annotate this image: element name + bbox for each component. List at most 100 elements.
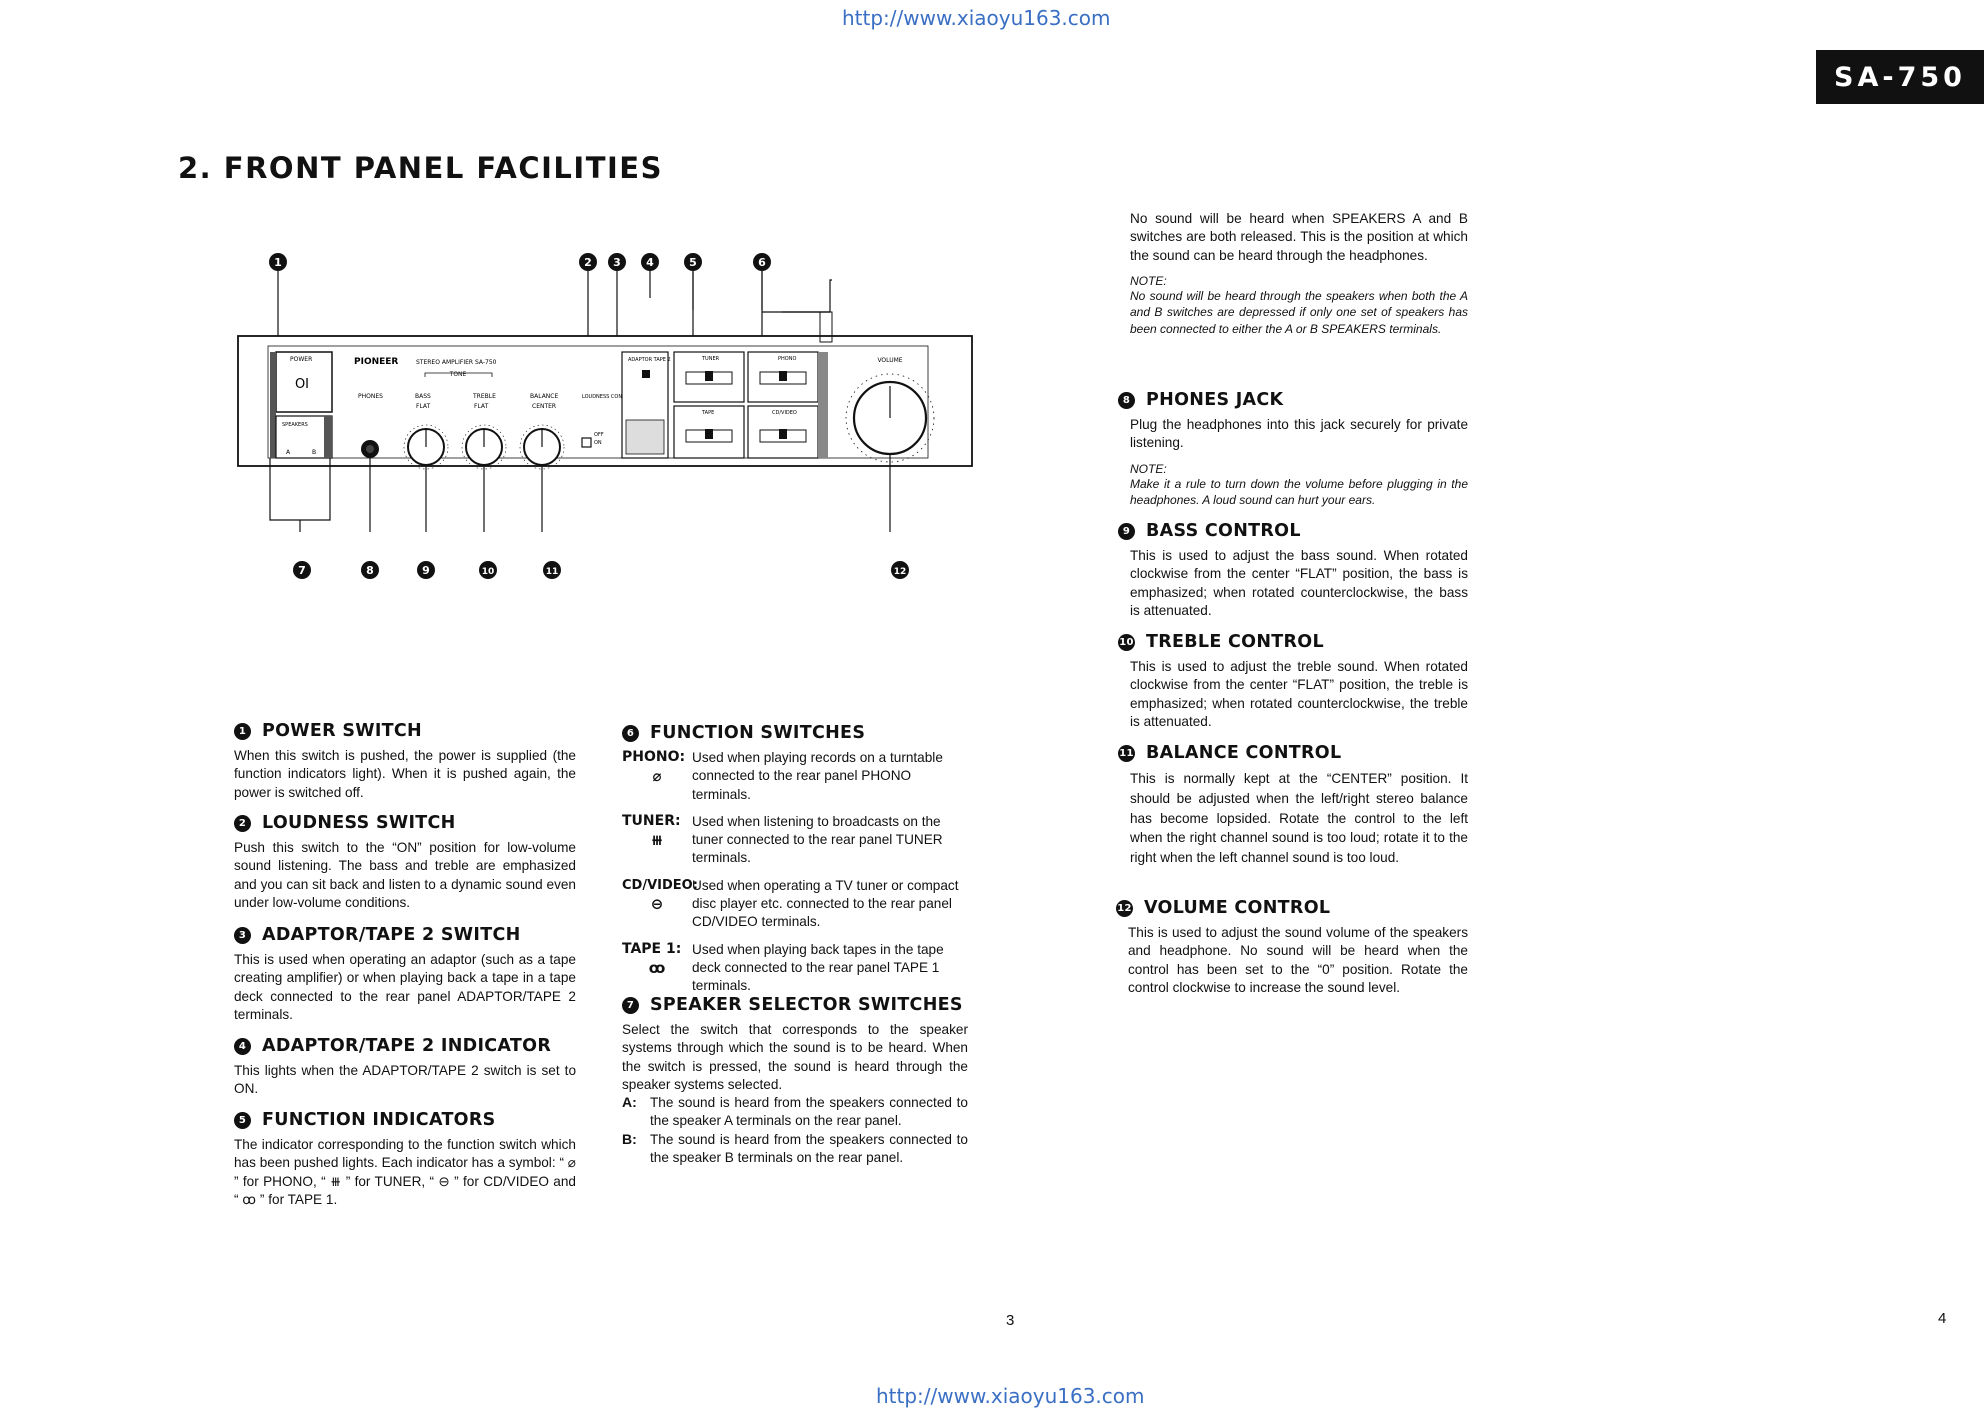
note-text: No sound will be heard through the speak…	[1130, 288, 1468, 336]
svg-text:VOLUME: VOLUME	[877, 357, 902, 364]
page-number-right: 4	[1938, 1310, 1947, 1327]
adaptor-tape2-switch[interactable]: ADAPTOR TAPE 2	[621, 351, 671, 459]
svg-text:B: B	[312, 449, 316, 456]
svg-text:CENTER: CENTER	[532, 403, 556, 410]
callout-8: 8	[361, 561, 379, 579]
section-body: This lights when the ADAPTOR/TAPE 2 swit…	[234, 1063, 576, 1097]
function-item-phono: PHONO:⌀ Used when playing records on a t…	[622, 749, 943, 802]
cdvideo-symbol-icon: ⊖	[650, 894, 664, 913]
power-switch[interactable]: POWER OI	[270, 351, 333, 458]
svg-text:POWER: POWER	[290, 356, 312, 363]
section-number-badge: 4	[234, 1037, 251, 1055]
brand-logo: PIONEER	[354, 357, 398, 367]
section-title: BASS CONTROL	[1146, 521, 1301, 541]
section-number-badge: 12	[1116, 899, 1133, 917]
section-number-badge: 9	[1118, 522, 1135, 540]
callout-10: 10	[479, 561, 497, 579]
svg-text:8: 8	[366, 564, 374, 577]
adaptor-indicator	[642, 370, 650, 378]
function-item-tuner: TUNER:⧻ Used when listening to broadcast…	[622, 812, 943, 866]
note-text: Make it a rule to turn down the volume b…	[1130, 476, 1468, 508]
section-title: TREBLE CONTROL	[1146, 632, 1324, 652]
svg-text:10: 10	[482, 567, 495, 577]
svg-text:BASS: BASS	[415, 393, 431, 400]
section-title: FUNCTION INDICATORS	[262, 1110, 496, 1130]
phono-switch[interactable]: PHONO	[747, 351, 819, 403]
tape-switch[interactable]: TAPE	[673, 405, 745, 459]
section-phones-jack: 8 PHONES JACK Plug the headphones into th…	[1118, 390, 1468, 509]
loudness-switch[interactable]: OFF ON	[581, 432, 604, 448]
callout-3: 3	[608, 253, 626, 271]
section-number-badge: 11	[1118, 744, 1135, 762]
section-body: This is used to adjust the bass sound. W…	[1130, 548, 1468, 618]
front-panel-diagram: 1 2 3 4 5 6 POWER OI SPE	[237, 253, 973, 579]
section-title: BALANCE CONTROL	[1146, 743, 1342, 763]
function-item-cdvideo: CD/VIDEO:⊖ Used when operating a TV tune…	[622, 877, 959, 930]
phono-symbol-icon: ⌀	[652, 767, 662, 785]
section-body: This is normally kept at the “CENTER” po…	[1130, 771, 1468, 866]
model-badge: SA-750	[1816, 50, 1984, 104]
svg-text:3: 3	[613, 256, 621, 269]
tuner-switch[interactable]: TUNER	[673, 351, 745, 403]
svg-text:OI: OI	[295, 377, 309, 392]
speaker-switch[interactable]: SPEAKERS A B	[275, 415, 333, 459]
callout-11: 11	[543, 561, 561, 579]
callout-5: 5	[684, 253, 702, 271]
svg-text:TUNER: TUNER	[701, 356, 720, 362]
cdvideo-switch[interactable]: CD/VIDEO	[747, 405, 819, 459]
section-body: Push this switch to the “ON” position fo…	[234, 840, 576, 910]
svg-text:ON: ON	[594, 440, 602, 446]
callout-9: 9	[417, 561, 435, 579]
section-title: FUNCTION SWITCHES	[650, 723, 866, 743]
bottom-url[interactable]: http://www.xiaoyu163.com	[876, 1384, 1145, 1408]
section-bass-control: 9 BASS CONTROL This is used to adjust the…	[1118, 521, 1468, 620]
svg-text:TAPE: TAPE	[701, 410, 714, 416]
section-number-badge: 6	[622, 724, 639, 742]
svg-text:2: 2	[584, 256, 592, 269]
section-number-badge: 3	[234, 926, 251, 944]
model-text: STEREO AMPLIFIER SA-750	[416, 359, 497, 366]
top-url[interactable]: http://www.xiaoyu163.com	[842, 6, 1111, 30]
section-number-badge: 1	[234, 722, 251, 740]
callout-7: 7	[293, 561, 311, 579]
page-number-left: 3	[1006, 1312, 1015, 1329]
svg-text:SPEAKERS: SPEAKERS	[282, 422, 308, 428]
section-treble-control: 10 TREBLE CONTROL This is used to adjust …	[1118, 632, 1468, 731]
section-body: Plug the headphones into this jack secur…	[1130, 417, 1468, 451]
section-number-badge: 10	[1118, 633, 1135, 651]
section-title: ADAPTOR/TAPE 2 SWITCH	[262, 925, 521, 945]
section-loudness-switch: 2 LOUDNESS SWITCH Push this switch to the…	[234, 813, 576, 912]
amplifier-chassis	[237, 335, 973, 467]
svg-text:OFF: OFF	[594, 432, 604, 438]
svg-text:4: 4	[646, 256, 654, 269]
svg-text:9: 9	[422, 564, 430, 577]
section-body: No sound will be heard when SPEAKERS A a…	[1130, 211, 1468, 263]
section-title: LOUDNESS SWITCH	[262, 813, 456, 833]
svg-text:FLAT: FLAT	[474, 403, 489, 410]
note-label: NOTE:	[1130, 461, 1167, 476]
svg-text:6: 6	[758, 256, 766, 269]
section-title: PHONES JACK	[1146, 390, 1284, 410]
section-number-badge: 5	[234, 1111, 251, 1129]
section-number-badge: 8	[1118, 391, 1135, 409]
section-number-badge: 2	[234, 814, 251, 832]
page-title: 2. FRONT PANEL FACILITIES	[178, 151, 663, 185]
svg-text:LOUDNESS CONTROL: LOUDNESS CONTROL	[582, 394, 636, 400]
svg-text:TREBLE: TREBLE	[472, 393, 496, 400]
speaker-item-a: A: The sound is heard from the speakers …	[622, 1094, 968, 1129]
section-number-badge: 7	[622, 996, 639, 1014]
section-title: VOLUME CONTROL	[1144, 898, 1331, 918]
callout-6: 6	[753, 253, 771, 271]
svg-text:5: 5	[689, 256, 697, 269]
svg-text:7: 7	[298, 564, 306, 577]
svg-text:11: 11	[546, 567, 559, 577]
section-body: This is used to adjust the treble sound.…	[1130, 659, 1468, 729]
section-speaker-selector-continued: No sound will be heard when SPEAKERS A a…	[1130, 210, 1468, 337]
callout-4: 4	[641, 253, 659, 271]
callout-1: 1	[269, 253, 287, 271]
section-title: SPEAKER SELECTOR SWITCHES	[650, 995, 963, 1015]
